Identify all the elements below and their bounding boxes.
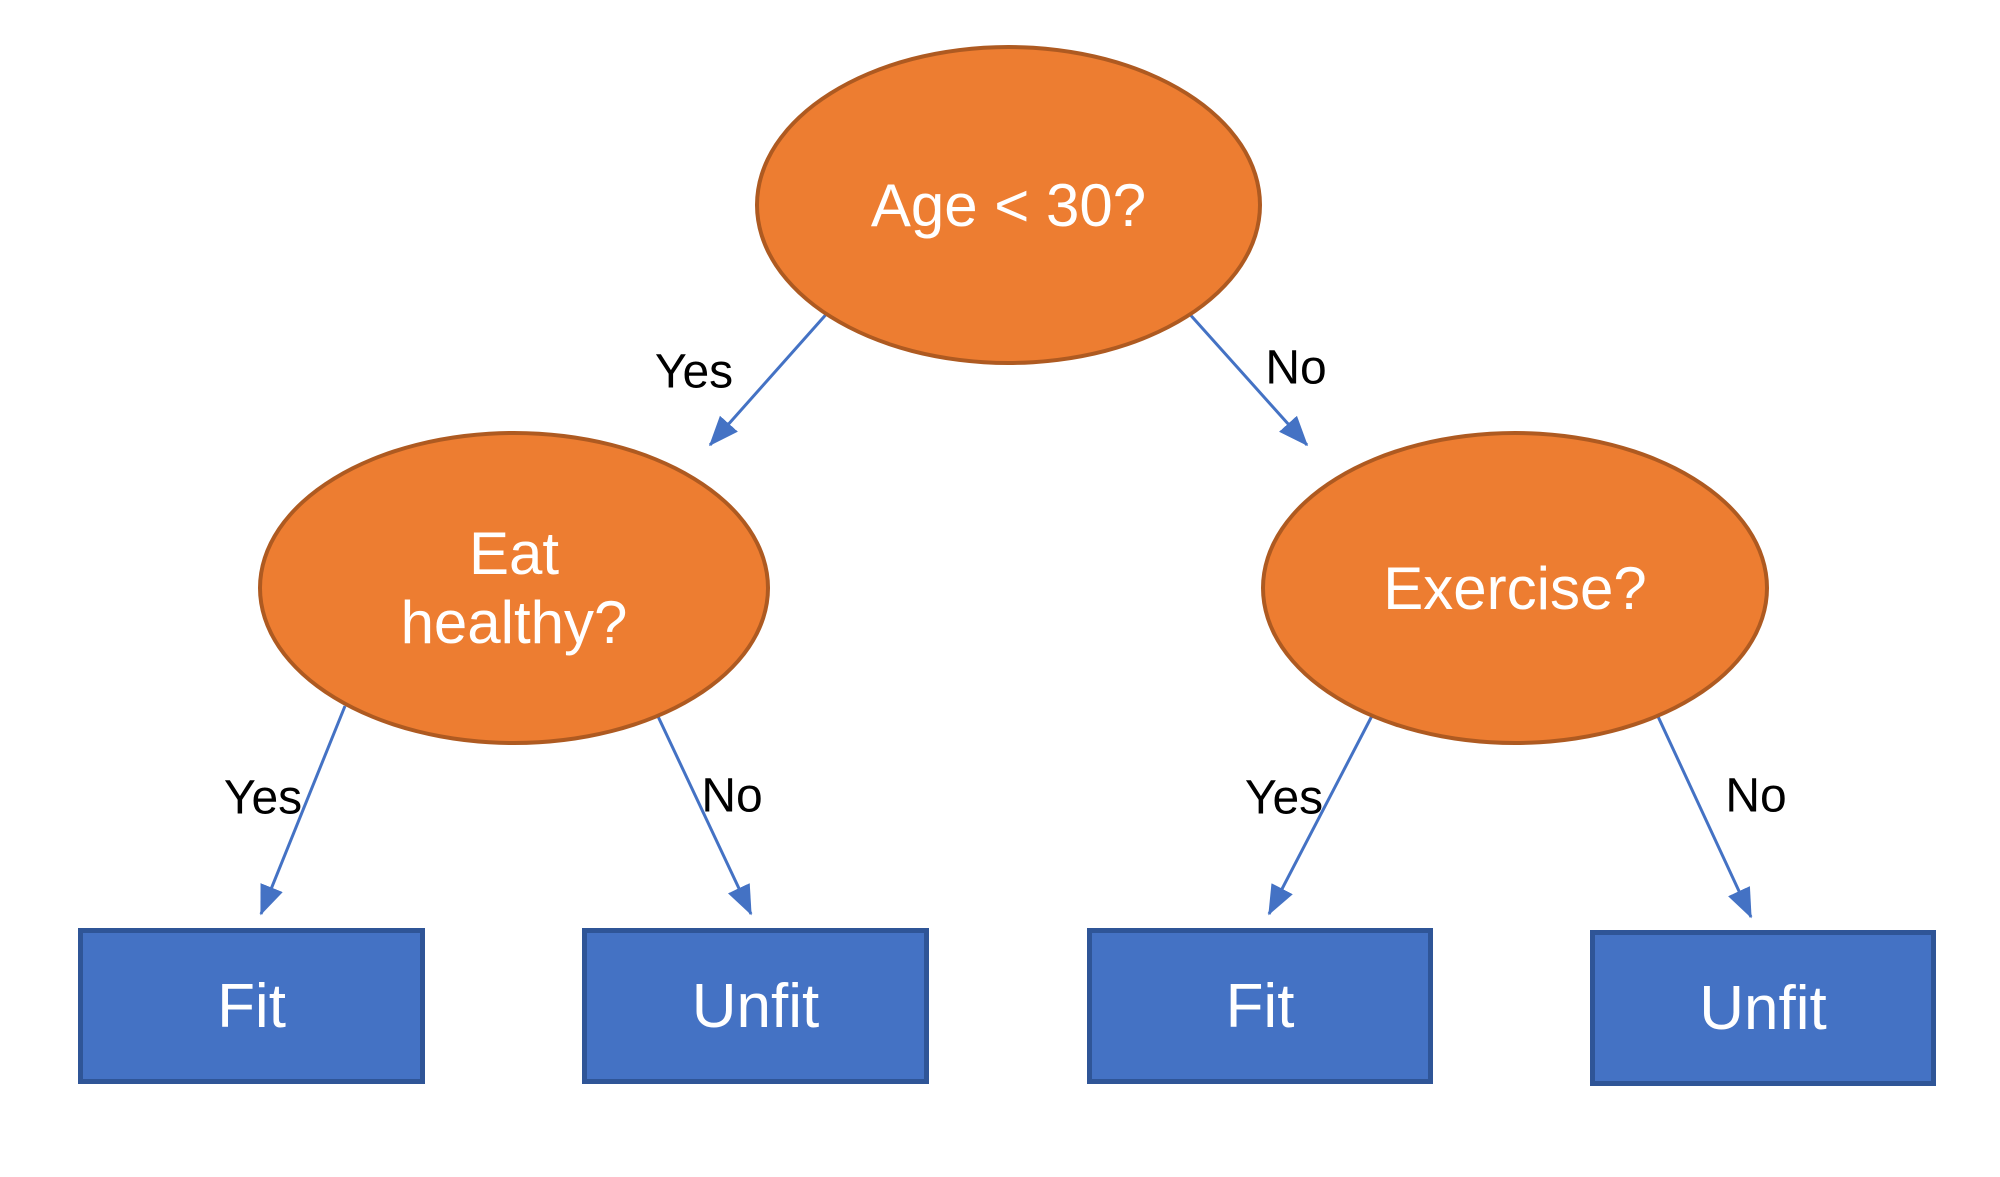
decision-node-age: Age < 30? <box>755 45 1262 365</box>
edge-label-exercise-no: No <box>1725 769 1787 823</box>
decision-node-age-label: Age < 30? <box>870 171 1147 239</box>
decision-node-exercise-label: Exercise? <box>1383 554 1647 622</box>
decision-node-eat-healthy: Eat healthy? <box>258 431 770 745</box>
leaf-node-unfit-right-label: Unfit <box>1699 973 1827 1043</box>
edge-label-eat-yes: Yes <box>223 771 303 825</box>
leaf-node-unfit-left: Unfit <box>582 928 929 1084</box>
decision-node-eat-healthy-label: Eat healthy? <box>400 520 628 656</box>
edge-label-eat-no: No <box>701 769 763 823</box>
leaf-node-fit-right-label: Fit <box>1225 971 1295 1041</box>
leaf-node-unfit-left-label: Unfit <box>691 971 820 1041</box>
leaf-node-fit-left-label: Fit <box>217 971 286 1041</box>
leaf-node-unfit-right: Unfit <box>1590 930 1936 1086</box>
decision-node-exercise: Exercise? <box>1261 431 1769 745</box>
leaf-node-fit-right: Fit <box>1087 928 1433 1084</box>
edge-label-root-yes: Yes <box>654 345 734 399</box>
edge-label-exercise-yes: Yes <box>1244 771 1324 825</box>
edge-label-root-no: No <box>1265 341 1327 395</box>
leaf-node-fit-left: Fit <box>78 928 425 1084</box>
